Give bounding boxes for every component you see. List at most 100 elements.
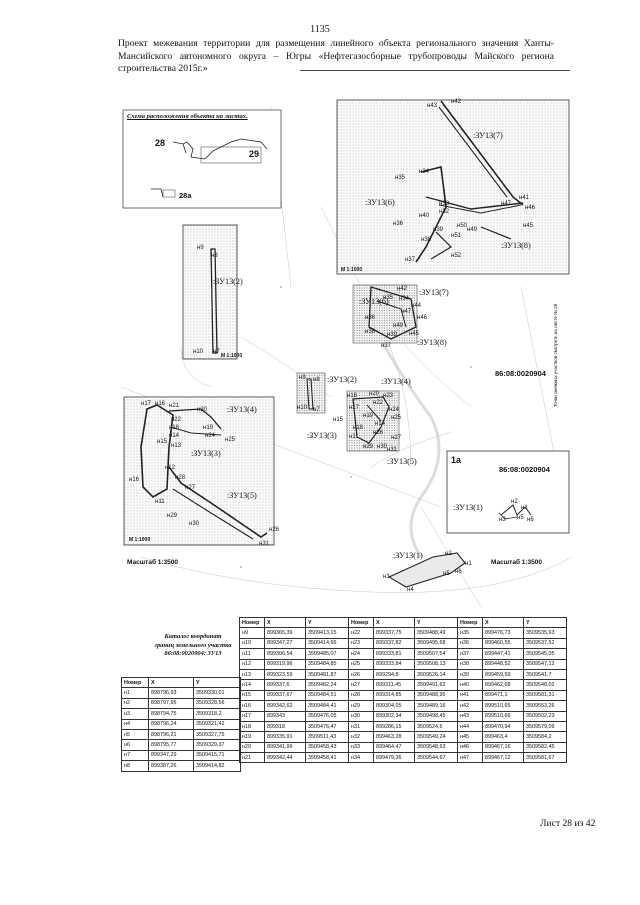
table-cell: 3509413,15 [305,627,349,639]
table-cell: 3509330,01 [193,687,241,699]
column-header: X [373,616,415,629]
table-cell: 3509482,24 [305,679,349,691]
table-cell: 899510,65 [482,700,524,712]
point-label: н23 [383,393,393,399]
table-cell: 899323,59 [264,668,306,681]
point-label: н9 [299,375,306,381]
table-cell: н25 [348,658,374,670]
map-drawing [121,99,572,607]
point-label: н10 [193,349,203,355]
table-cell: 3509476,47 [305,720,349,733]
title-underline [300,70,570,71]
column-header: Y [523,616,567,629]
table-cell: 3509581,31 [523,689,567,702]
point-label: н22 [373,400,383,406]
point-label: н16 [347,393,357,399]
map-area: Схема расположения объекта на листах. 28… [121,87,572,607]
point-label: н25 [225,437,235,443]
table-cell: 3509507,54 [414,648,458,660]
point-label: н2 [511,499,518,505]
table-cell: 898795,77 [148,739,194,751]
table-cell: 3509553,26 [523,700,567,712]
sheet-label-28a: 28а [179,191,192,200]
table-cell: н28 [348,689,374,702]
adjacent-note: Точки смежных участков смотреть на листе… [553,303,558,407]
point-label: н31 [259,541,269,547]
table-cell: 899314,85 [373,689,415,702]
table-cell: 3509414,82 [193,760,241,772]
table-cell: 3509318,2 [193,708,241,720]
point-label: н28 [175,475,185,481]
table-cell: 899342,62 [264,700,306,712]
table-cell: 899306,54 [264,648,306,660]
table-cell: 3509548,02 [523,679,567,691]
table-cell: 899470,94 [482,720,524,733]
point-label: н31 [387,447,397,453]
table-cell: 3509548,63 [414,741,458,754]
column-header: Номер [121,676,149,689]
table-cell: н13 [239,668,265,681]
point-label: н24 [389,407,399,413]
table-cell: 3509537,52 [523,637,567,650]
table-cell: н11 [239,648,265,660]
scale-label-3500-right: Масштаб 1:3500 [491,559,543,566]
point-label: н52 [451,253,461,259]
point-label: н21 [169,403,179,409]
point-label: н11 [155,499,165,505]
point-label: н17 [349,405,359,411]
table-cell: 3509327,75 [193,728,241,741]
point-label: н38 [365,329,375,335]
table-cell: 899479,36 [373,752,415,764]
sheet-label-29: 29 [249,149,260,159]
zone-label-1: :ЗУ13(1) [393,551,423,560]
table-cell: 3509579,09 [523,720,567,733]
table-cell: 3509508,13 [414,658,458,670]
table-cell: 899333,81 [373,648,415,660]
point-label: н18 [169,425,179,431]
table-cell: 3509549,24 [414,731,458,743]
point-label: н26 [269,527,279,533]
table-cell: 899476,73 [482,627,524,639]
table-cell: н46 [457,741,483,754]
sheet-label-28: 28 [155,138,166,148]
table-cell: 3509544,67 [414,752,458,764]
table-cell: 899464,47 [373,741,415,754]
table-cell: н8 [121,760,149,772]
table-cell: 3509524,6 [414,720,458,733]
table-cell: 3509481,87 [305,668,349,681]
table-cell: н3 [121,708,149,720]
table-cell: 899459,59 [482,668,524,681]
table-cell: н22 [348,627,374,639]
point-label: н1 [465,561,472,567]
column-header: Y [305,616,349,629]
table-cell: 899347,29 [148,749,194,762]
catalog-title: Каталог координат границ земельного учас… [146,633,240,659]
column-header: Y [193,676,241,689]
point-label: н7 [313,407,320,413]
point-label: н38 [421,237,431,243]
point-label: н39 [433,227,443,233]
table-cell: 3509535,63 [523,627,567,639]
point-label: н35 [383,295,393,301]
catalog-title-line-1: Каталог координат [164,633,222,640]
table-cell: н42 [457,700,483,712]
point-label: н19 [203,425,213,431]
point-label: н19 [363,413,373,419]
table-cell: 3509489,16 [414,700,458,712]
zone-label-6-detail: :ЗУ13(6) [365,198,395,207]
table-cell: н18 [239,720,265,733]
sheet-footer: Лист 28 из 42 [540,818,596,829]
table-cell: 3509484,85 [305,658,349,670]
table-cell: 898797,95 [148,697,194,710]
table-cell: 899510,66 [482,710,524,722]
catalog-title-line-3: 86:08:0020904: ЗУ13 [164,650,222,657]
